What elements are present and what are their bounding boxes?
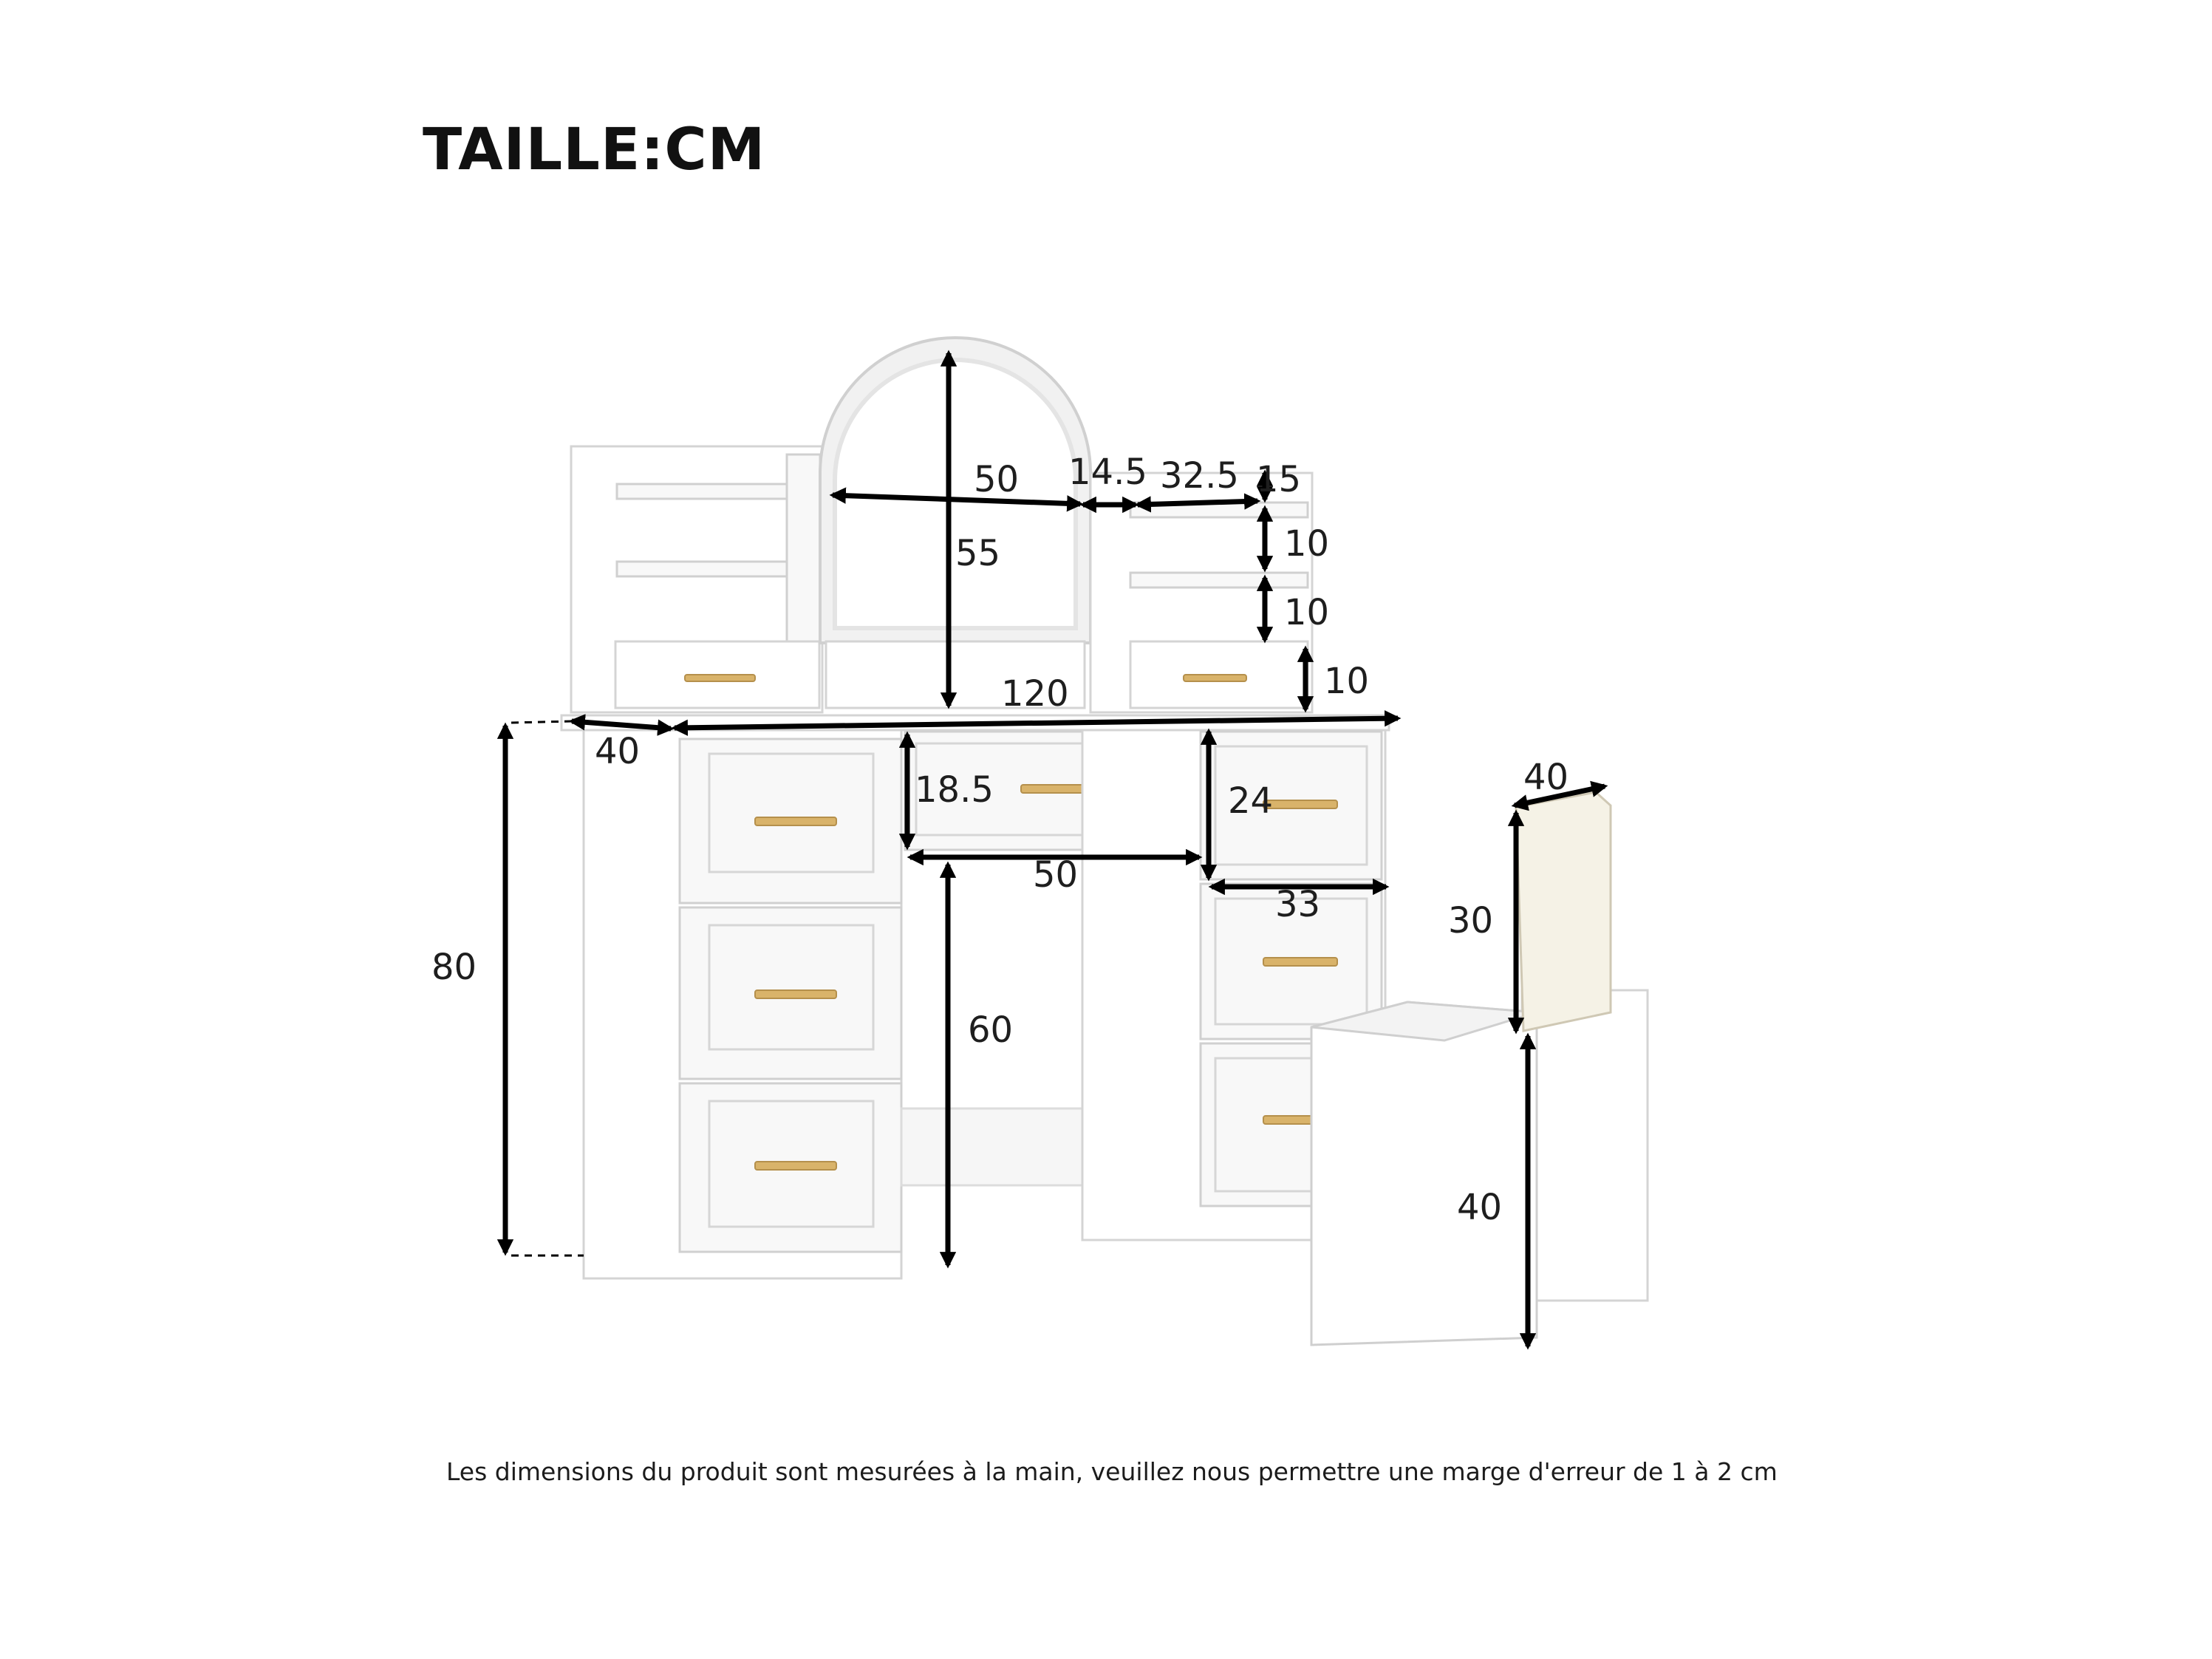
back-panel [900,1107,1088,1187]
label-mirror-height: 55 [955,533,1000,574]
label-right-drawer-height: 24 [1228,780,1273,822]
handle-icon [684,674,756,682]
stool-cushion [1515,791,1612,1032]
label-shelf-top: 15 [1256,459,1301,500]
stool-backrest-support [1520,989,1649,1302]
label-desk-depth: 40 [595,731,640,772]
handle-icon [754,1161,837,1171]
label-knee-height: 60 [968,1009,1013,1051]
handle-icon [754,989,837,999]
label-center-drawer-width: 50 [1033,854,1078,896]
label-stool-back-height: 30 [1448,900,1493,941]
label-stool-seat-height: 40 [1457,1187,1502,1228]
label-desk-width: 120 [1001,673,1069,715]
right-shelf-2 [1129,571,1309,589]
left-shelf-divider [785,453,822,644]
handle-icon [1263,800,1338,809]
dimension-labels: 50 55 14.5 32.5 15 10 10 10 120 40 80 18… [431,452,1568,1228]
label-right-drawer-width: 33 [1275,884,1320,925]
label-desk-height: 80 [431,947,477,988]
measurement-disclaimer: Les dimensions du produit sont mesurées … [446,1457,1778,1486]
hutch [570,336,1314,714]
stool [1310,791,1649,1346]
dimension-lines [496,350,1608,1350]
label-shelf-h1: 10 [1284,523,1329,565]
mirror [819,336,1092,709]
stool-seat-box [1310,1001,1538,1346]
handle-icon [754,817,837,826]
handle-icon [1263,957,1338,967]
label-shelf-h3: 10 [1324,661,1369,702]
label-shelf-h2: 10 [1284,592,1329,633]
page-title: TAILLE:CM [423,117,766,183]
label-gap-width: 14.5 [1068,452,1147,493]
label-shelf-width: 32.5 [1160,455,1239,497]
label-mirror-width: 50 [974,459,1019,500]
label-center-drawer-height: 18.5 [915,769,994,811]
handle-icon [1183,674,1247,682]
label-stool-width: 40 [1523,757,1568,798]
